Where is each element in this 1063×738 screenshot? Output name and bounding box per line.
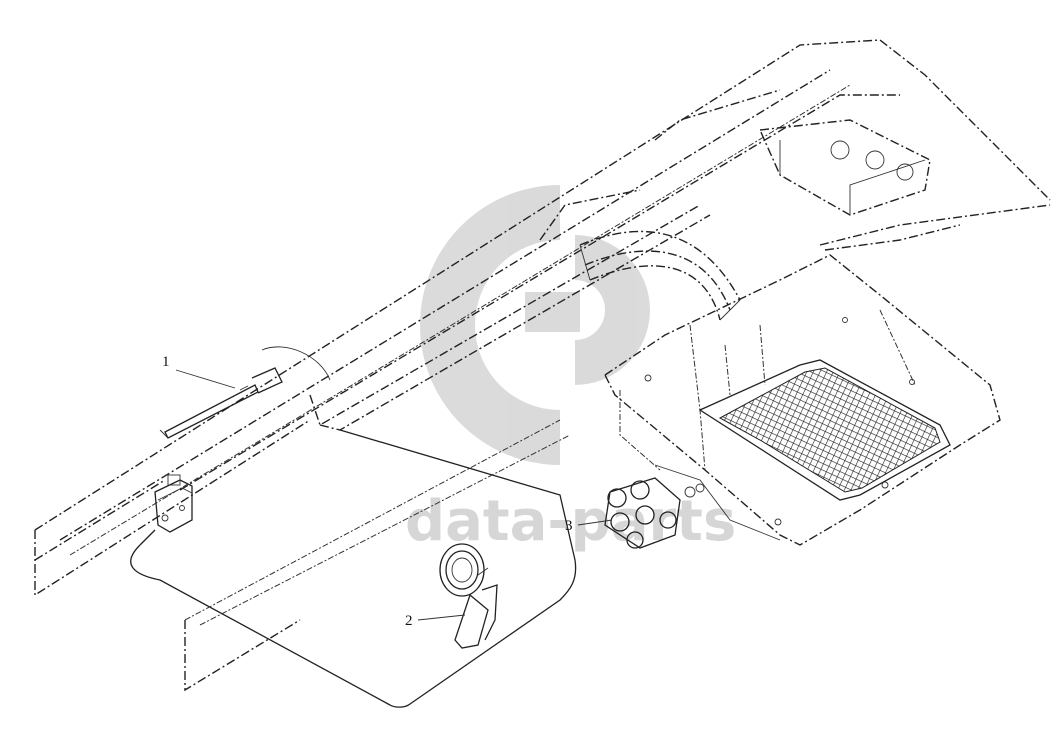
callout-3: 3: [565, 518, 573, 534]
leader-lines: [175, 369, 613, 621]
crossmember: [579, 230, 741, 321]
battery-box: [604, 254, 1001, 546]
frame-rail: [34, 39, 1051, 597]
part-3-connector: [604, 477, 705, 549]
part-1-rod: [159, 346, 331, 439]
battery-tray: [130, 419, 577, 708]
callout-2: 2: [405, 613, 413, 629]
valve-bracket: [154, 474, 193, 533]
part-2-fitting: [439, 543, 498, 649]
callout-1: 1: [162, 354, 170, 370]
watermark-logo: [420, 185, 650, 465]
battery-grid: [718, 367, 941, 493]
